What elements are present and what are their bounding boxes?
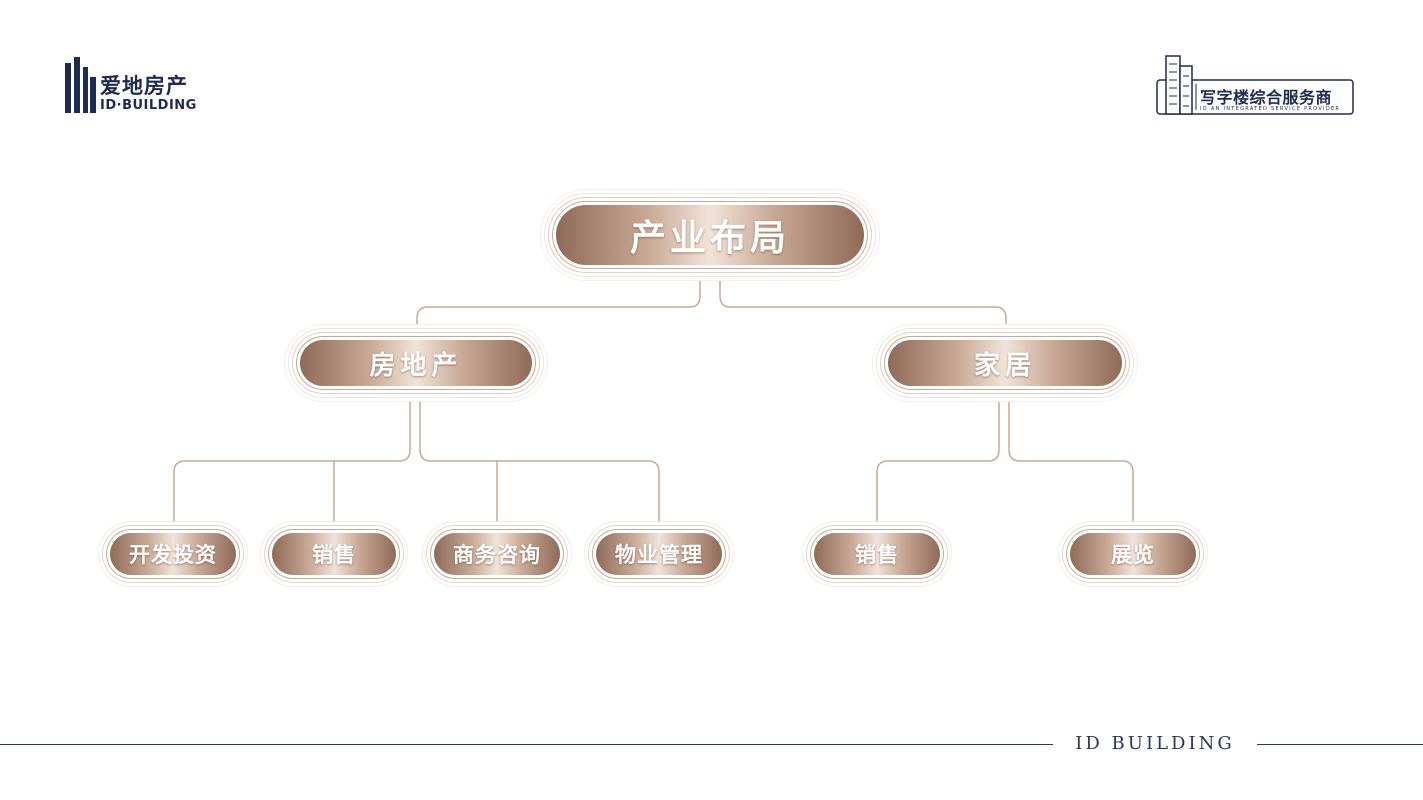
footer-divider-left	[0, 744, 1053, 745]
root-node: 产业布局	[556, 205, 864, 265]
leaf-node-exhibition: 展览	[1070, 533, 1196, 575]
connector-root-right	[719, 270, 1007, 334]
leaf-node-home-sales: 销售	[814, 533, 940, 575]
connector-home-left	[876, 392, 1000, 528]
footer-brand: ID BUILDING	[1075, 733, 1235, 754]
leaf-node-development-investment: 开发投资	[110, 533, 236, 575]
service-provider-subtitle: ID AN INTEGRATED SERVICE PROVIDER	[1200, 106, 1341, 112]
branch-node-real-estate: 房地产	[300, 340, 532, 386]
company-logo: 爱地房产 ID·BUILDING	[65, 55, 215, 117]
leaf-node-business-consulting: 商务咨询	[434, 533, 560, 575]
connector-root-left	[416, 270, 701, 334]
service-provider-badge: 写字楼综合服务商 ID AN INTEGRATED SERVICE PROVID…	[1154, 50, 1356, 118]
service-provider-title: 写字楼综合服务商	[1200, 88, 1333, 107]
logo-english-name: ID·BUILDING	[100, 98, 197, 113]
leaf-node-real-estate-sales: 销售	[272, 533, 396, 575]
footer-divider-right	[1257, 744, 1423, 745]
building-logo-icon	[65, 57, 96, 113]
logo-chinese-name: 爱地房产	[100, 74, 188, 98]
connector-realestate-left	[173, 392, 411, 528]
office-tower-icon	[1156, 55, 1354, 115]
branch-node-home-furnishing: 家居	[888, 340, 1122, 386]
leaf-node-property-management: 物业管理	[596, 533, 722, 575]
connector-home-right	[1008, 392, 1134, 528]
connector-realestate-right	[419, 392, 660, 528]
